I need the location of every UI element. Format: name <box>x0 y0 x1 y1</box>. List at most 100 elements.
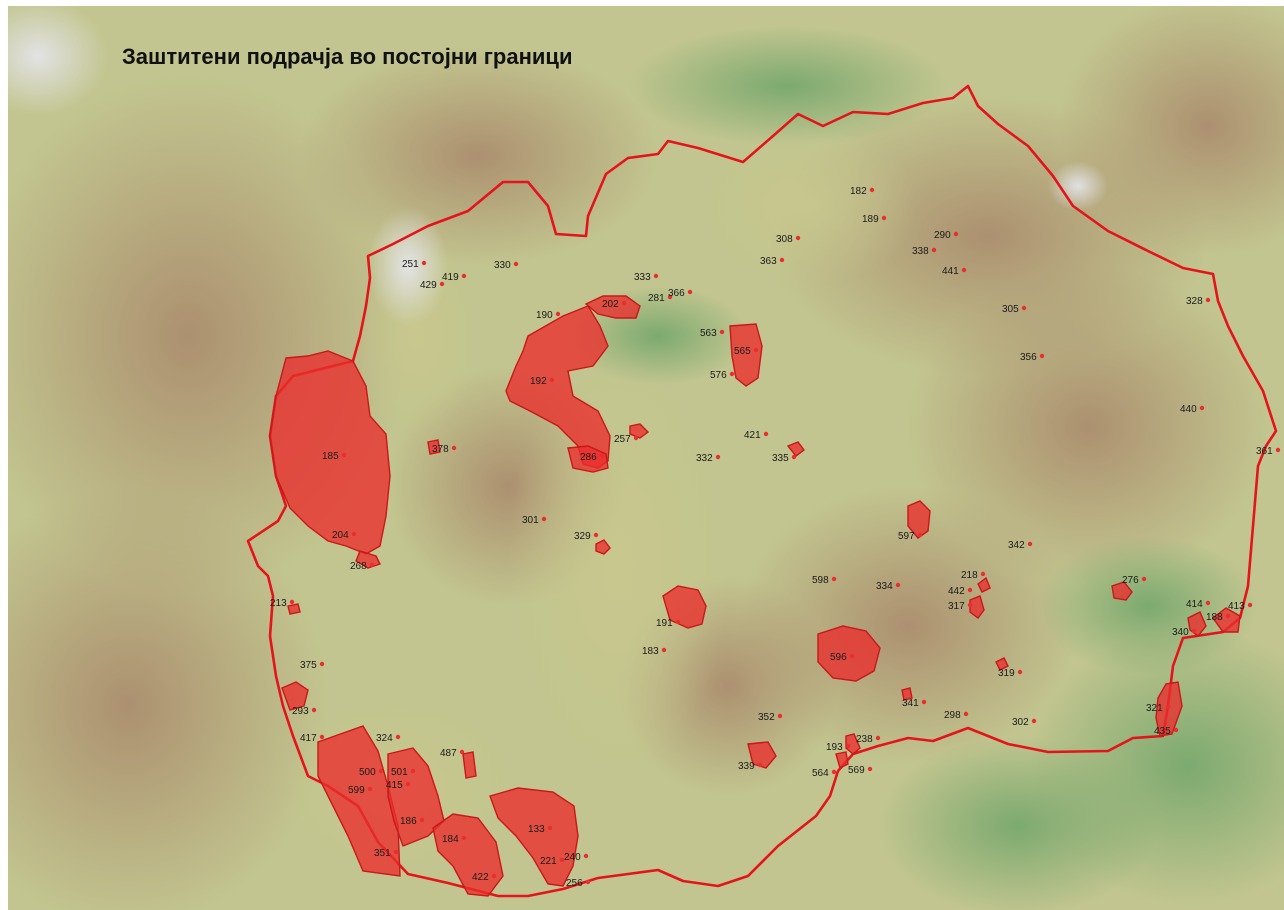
area-marker-340 <box>1191 628 1197 634</box>
area-label-356: 356 <box>1020 352 1037 363</box>
protected-area-133[interactable] <box>489 787 579 887</box>
area-label-487: 487 <box>440 748 457 759</box>
area-label-286: 286 <box>580 452 597 463</box>
area-label-133: 133 <box>528 824 545 835</box>
area-marker-133 <box>547 825 553 831</box>
area-marker-190 <box>555 311 561 317</box>
protected-area-321[interactable] <box>1155 681 1183 737</box>
area-marker-186 <box>419 817 425 823</box>
area-marker-276 <box>1141 576 1147 582</box>
protected-area-341[interactable] <box>901 687 913 701</box>
area-marker-597 <box>917 532 923 538</box>
protected-area-191[interactable] <box>662 585 707 629</box>
area-label-598: 598 <box>812 575 829 586</box>
area-label-564: 564 <box>812 768 829 779</box>
area-marker-330 <box>513 261 519 267</box>
protected-area-319[interactable] <box>995 657 1009 671</box>
area-marker-268 <box>369 562 375 568</box>
area-label-185: 185 <box>322 451 339 462</box>
area-marker-378 <box>451 445 457 451</box>
area-label-281: 281 <box>648 293 665 304</box>
protected-area-192[interactable] <box>505 305 611 469</box>
protected-area-335[interactable] <box>786 441 805 457</box>
area-label-335: 335 <box>772 453 789 464</box>
area-label-340: 340 <box>1172 627 1189 638</box>
protected-area-378[interactable] <box>427 439 441 455</box>
protected-area-317[interactable] <box>969 595 985 619</box>
area-label-501: 501 <box>391 767 408 778</box>
area-label-204: 204 <box>332 530 349 541</box>
area-marker-341 <box>921 699 927 705</box>
protected-area-188[interactable] <box>1212 607 1241 633</box>
area-label-363: 363 <box>760 256 777 267</box>
protected-area-339[interactable] <box>747 741 777 769</box>
area-label-338: 338 <box>912 246 929 257</box>
area-label-190: 190 <box>536 310 553 321</box>
protected-area-276[interactable] <box>1111 581 1133 601</box>
area-marker-238 <box>875 735 881 741</box>
area-marker-188 <box>1225 613 1231 619</box>
protected-area-218[interactable] <box>977 576 991 593</box>
area-marker-308 <box>795 235 801 241</box>
area-label-352: 352 <box>758 712 775 723</box>
area-marker-240 <box>583 853 589 859</box>
area-marker-500 <box>378 768 384 774</box>
area-label-435: 435 <box>1154 726 1171 737</box>
area-marker-329 <box>593 532 599 538</box>
area-marker-415 <box>405 781 411 787</box>
protected-area-596[interactable] <box>817 625 881 682</box>
area-label-256: 256 <box>566 878 583 889</box>
area-label-321: 321 <box>1146 703 1163 714</box>
area-label-324: 324 <box>376 733 393 744</box>
protected-area-329[interactable] <box>595 539 611 555</box>
area-label-188: 188 <box>1206 612 1223 623</box>
area-label-308: 308 <box>776 234 793 245</box>
area-label-328: 328 <box>1186 296 1203 307</box>
area-label-202: 202 <box>602 299 619 310</box>
area-label-422: 422 <box>472 872 489 883</box>
protected-area-213[interactable] <box>287 603 301 615</box>
area-marker-339 <box>757 762 763 768</box>
protected-area-268[interactable] <box>355 550 381 569</box>
protected-area-564[interactable] <box>835 751 849 770</box>
area-label-599: 599 <box>348 785 365 796</box>
area-marker-281 <box>667 294 673 300</box>
protected-area-202[interactable] <box>584 295 641 319</box>
area-label-191: 191 <box>656 618 673 629</box>
protected-area-599[interactable] <box>317 725 401 877</box>
area-label-192: 192 <box>530 376 547 387</box>
area-marker-204 <box>351 531 357 537</box>
area-label-268: 268 <box>350 561 367 572</box>
area-marker-257 <box>633 435 639 441</box>
area-label-361: 361 <box>1256 446 1273 457</box>
protected-area-565[interactable] <box>729 323 763 387</box>
protected-area-487[interactable] <box>462 751 477 779</box>
protected-area-293[interactable] <box>281 681 309 711</box>
area-marker-324 <box>395 734 401 740</box>
area-marker-202 <box>621 300 627 306</box>
area-label-186: 186 <box>400 816 417 827</box>
area-label-429: 429 <box>420 280 437 291</box>
protected-area-185[interactable] <box>269 350 391 555</box>
area-label-341: 341 <box>902 698 919 709</box>
protected-area-184[interactable] <box>432 813 504 897</box>
terrain-relief <box>8 6 1284 910</box>
area-marker-191 <box>675 619 681 625</box>
protected-area-286[interactable] <box>567 445 609 473</box>
area-marker-440 <box>1199 405 1205 411</box>
area-marker-189 <box>881 215 887 221</box>
area-label-333: 333 <box>634 272 651 283</box>
area-marker-361 <box>1275 447 1281 453</box>
area-label-276: 276 <box>1122 575 1139 586</box>
area-marker-286 <box>599 453 605 459</box>
area-label-441: 441 <box>942 266 959 277</box>
area-marker-576 <box>729 371 735 377</box>
protected-area-257[interactable] <box>629 423 650 439</box>
area-marker-565 <box>753 347 759 353</box>
area-marker-366 <box>687 289 693 295</box>
area-label-319: 319 <box>998 668 1015 679</box>
area-marker-596 <box>849 653 855 659</box>
protected-area-597[interactable] <box>907 500 931 539</box>
area-marker-184 <box>461 835 467 841</box>
area-labels: 1852042681921902022862575655635765975961… <box>270 186 1281 889</box>
